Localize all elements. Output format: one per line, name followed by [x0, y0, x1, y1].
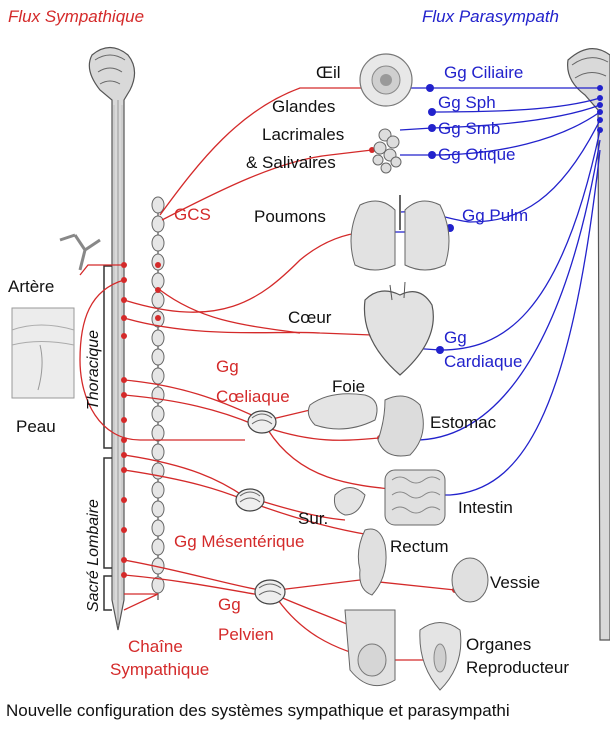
chain-ganglion: [152, 387, 164, 403]
stomach-label: Estomac: [430, 413, 497, 432]
heart-label: Cœur: [288, 308, 332, 327]
glands-label: Glandes: [272, 97, 335, 116]
pelvic-label-line1: Gg: [218, 595, 241, 614]
stomach-illustration: [378, 396, 423, 456]
chain-ganglion: [152, 482, 164, 498]
thoracic-label: Thoracique: [85, 330, 102, 410]
chain-ganglion: [152, 444, 164, 460]
skin-illustration: [12, 308, 74, 398]
rectum-illustration: [358, 529, 386, 595]
liver-label: Foie: [332, 377, 365, 396]
chain-ganglion: [152, 349, 164, 365]
chain-ganglion: [152, 235, 164, 251]
sympathetic-flow-title: Flux Sympathique: [8, 7, 144, 26]
artery-label: Artère: [8, 277, 54, 296]
salivary-label: & Salivaires: [246, 153, 336, 172]
sympathetic-fibers: [40, 88, 455, 660]
chain-ganglion: [152, 539, 164, 555]
pulm-ganglion-label: Gg Pulm: [462, 206, 528, 225]
chain-ganglion: [152, 330, 164, 346]
organs-label: Organes: [466, 635, 531, 654]
gcs-label: GCS: [174, 205, 211, 224]
adrenal-label: Sur.: [298, 509, 328, 528]
cardiac-ganglion-label-line1: Gg: [444, 328, 467, 347]
cardiac-ganglion-label-line2: Cardiaque: [444, 352, 522, 371]
chain-ganglion: [152, 425, 164, 441]
right-spinal-cord: [568, 49, 610, 640]
glands-illustration: [373, 129, 401, 173]
male-organs-illustration: [345, 610, 395, 686]
mesenteric-ganglion-shape: [236, 489, 264, 511]
coeliac-ganglion-shape: [248, 411, 276, 433]
pelvic-ganglion-shape: [255, 580, 285, 604]
mesenteric-label: Gg Mésentérique: [174, 532, 304, 551]
chain-ganglion: [152, 501, 164, 517]
heart-illustration: [364, 282, 433, 375]
sympathetic-ganglion-labels: GCS Gg Cœliaque Gg Mésentérique Gg Pelvi…: [110, 205, 304, 679]
liver-illustration: [308, 394, 377, 429]
eye-label: Œil: [316, 63, 341, 82]
chain-label-line1: Chaîne: [128, 637, 183, 656]
otic-ganglion-label: Gg Otique: [438, 145, 516, 164]
bladder-label: Vessie: [490, 573, 540, 592]
skin-label: Peau: [16, 417, 56, 436]
chain-ganglion: [152, 216, 164, 232]
lumbar-sacral-label: Sacré Lombaire: [85, 499, 102, 612]
chain-ganglion: [152, 292, 164, 308]
smb-ganglion-label: Gg Smb: [438, 119, 500, 138]
parasympathetic-flow-title: Flux Parasympath: [422, 7, 559, 26]
header-labels: Flux Sympathique Flux Parasympath: [8, 7, 559, 26]
sph-ganglion-label: Gg Sph: [438, 93, 496, 112]
coeliac-label-line2: Cœliaque: [216, 387, 290, 406]
figure-caption: Nouvelle configuration des systèmes symp…: [6, 701, 510, 720]
adrenal-illustration: [334, 488, 365, 516]
intestine-label: Intestin: [458, 498, 513, 517]
eye-illustration: [360, 54, 412, 106]
chain-ganglion: [152, 406, 164, 422]
bladder-illustration: [452, 558, 488, 602]
reproductive-label: Reproducteur: [466, 658, 569, 677]
coeliac-label-line1: Gg: [216, 357, 239, 376]
spine-region-labels: Thoracique Sacré Lombaire: [85, 330, 102, 612]
lungs-label: Poumons: [254, 207, 326, 226]
intestine-illustration: [385, 470, 445, 525]
female-organs-illustration: [420, 623, 461, 691]
rectum-label: Rectum: [390, 537, 449, 556]
chain-ganglion: [152, 197, 164, 213]
spine-region-brackets: [104, 266, 112, 610]
chain-ganglion: [152, 273, 164, 289]
chain-ganglion: [152, 368, 164, 384]
chain-label-line2: Sympathique: [110, 660, 209, 679]
chain-ganglion: [152, 520, 164, 536]
lacrimal-label: Lacrimales: [262, 125, 344, 144]
ciliary-ganglion-label: Gg Ciliaire: [444, 63, 523, 82]
pelvic-label-line2: Pelvien: [218, 625, 274, 644]
